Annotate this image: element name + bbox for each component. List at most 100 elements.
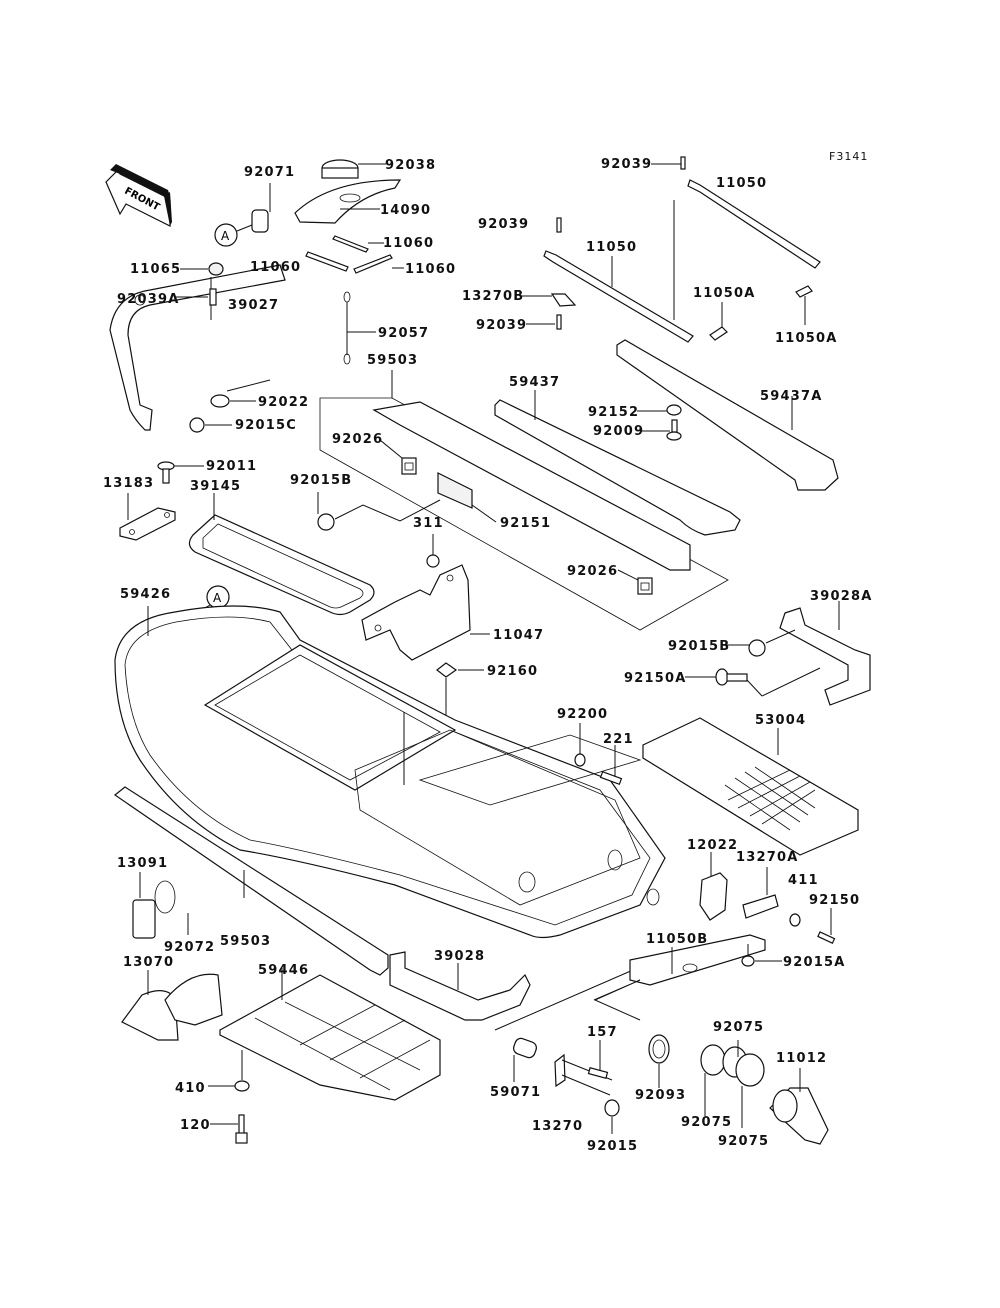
- part-11047-bracket: [361, 564, 490, 661]
- part-59437-sponson: [494, 390, 741, 536]
- label-12022: 12022: [687, 838, 738, 853]
- label-11050b: 11050B: [646, 932, 708, 947]
- part-59446-grate: [219, 968, 441, 1101]
- label-39145: 39145: [190, 479, 241, 494]
- label-157: 157: [587, 1025, 618, 1040]
- part-92057-cord: [343, 291, 376, 365]
- label-11060-right-top: 11060: [383, 236, 434, 251]
- label-92071: 92071: [244, 165, 295, 180]
- label-92011: 92011: [206, 459, 257, 474]
- label-14090: 14090: [380, 203, 431, 218]
- label-59071: 59071: [490, 1085, 541, 1100]
- label-59446: 59446: [258, 963, 309, 978]
- part-92071-plug: [251, 183, 271, 233]
- label-92093: 92093: [635, 1088, 686, 1103]
- part-13270a-block: [742, 867, 779, 919]
- label-39028: 39028: [434, 949, 485, 964]
- label-11060-left: 11060: [250, 260, 301, 275]
- part-92093-seal: [648, 1034, 670, 1088]
- part-59426-hull: [114, 605, 666, 939]
- part-92015c-nut: [189, 417, 232, 433]
- label-92015b-left: 92015B: [290, 473, 352, 488]
- part-12022-plate: [699, 852, 728, 921]
- part-92152-92009-fasteners: [637, 404, 682, 441]
- part-92026-clip-b: [617, 569, 653, 595]
- label-39028a: 39028A: [810, 589, 873, 604]
- label-11047: 11047: [493, 628, 544, 643]
- part-92011-bolt: [157, 461, 204, 484]
- part-39145-seal: [188, 493, 375, 616]
- part-92150-screw: [817, 908, 836, 944]
- label-13270: 13270: [532, 1119, 583, 1134]
- part-92075-bushings: [700, 1040, 765, 1128]
- part-92151-label: [437, 472, 497, 523]
- part-11050b-bar: [593, 934, 766, 1021]
- label-13183: 13183: [103, 476, 154, 491]
- label-92151: 92151: [500, 516, 551, 531]
- label-311: 311: [413, 516, 444, 531]
- part-11012-nozzle: [769, 1068, 829, 1145]
- label-221: 221: [603, 732, 634, 747]
- part-39028-bar: [389, 951, 531, 1021]
- label-92026-upper: 92026: [332, 432, 383, 447]
- label-92015b-right: 92015B: [668, 639, 730, 654]
- label-92200: 92200: [557, 707, 608, 722]
- label-92039a: 92039A: [117, 292, 180, 307]
- label-92057: 92057: [378, 326, 429, 341]
- ref-marker-a-top: A: [214, 223, 253, 247]
- part-13183-plate: [119, 493, 176, 541]
- label-13091: 13091: [117, 856, 168, 871]
- part-59071-fitting: [494, 969, 634, 1082]
- part-11050-rail-upper: [673, 179, 821, 320]
- label-120: 120: [180, 1118, 211, 1133]
- part-11060-strips: [305, 235, 404, 274]
- label-92152: 92152: [588, 405, 639, 420]
- label-11065: 11065: [130, 262, 181, 277]
- label-11050-upper: 11050: [716, 176, 767, 191]
- part-13270b-plate: [522, 293, 577, 307]
- label-92015a: 92015A: [783, 955, 846, 970]
- label-59503-upper: 59503: [367, 353, 418, 368]
- label-92022: 92022: [258, 395, 309, 410]
- part-59503-panel-lower: [113, 786, 389, 976]
- part-92038-cap: [321, 159, 386, 179]
- label-92075-left: 92075: [681, 1115, 732, 1130]
- svg-text:A: A: [213, 591, 222, 605]
- label-13270a: 13270A: [736, 850, 799, 865]
- part-13070-duct: [121, 970, 223, 1041]
- label-59437a: 59437A: [760, 389, 823, 404]
- label-92150: 92150: [809, 893, 860, 908]
- label-92026-lower: 92026: [567, 564, 618, 579]
- part-59503-panel-upper: [319, 370, 729, 631]
- part-92039a-rivet: [175, 288, 217, 306]
- part-59437a-sponson: [616, 339, 839, 491]
- mat-mesh-pattern: [724, 766, 816, 831]
- label-92075-right: 92075: [718, 1134, 769, 1149]
- part-11050a-clips: [709, 285, 813, 341]
- part-11050-rail-lower: [543, 250, 694, 343]
- label-92039-middle: 92039: [478, 217, 529, 232]
- part-92026-clip-a: [379, 439, 417, 475]
- part-92015-nut: [604, 1099, 620, 1134]
- label-92015: 92015: [587, 1139, 638, 1154]
- label-92039-bottom: 92039: [476, 318, 527, 333]
- label-11050a-left: 11050A: [693, 286, 756, 301]
- label-411: 411: [788, 873, 819, 888]
- label-92038: 92038: [385, 158, 436, 173]
- part-11065-grommet: [180, 262, 224, 276]
- part-311-nut: [426, 534, 440, 568]
- label-92072: 92072: [164, 940, 215, 955]
- label-92150a: 92150A: [624, 671, 687, 686]
- label-39027: 39027: [228, 298, 279, 313]
- label-13070: 13070: [123, 955, 174, 970]
- label-92075-top: 92075: [713, 1020, 764, 1035]
- part-221-screw: [599, 745, 623, 786]
- part-92200-washer: [574, 723, 586, 767]
- part-410-washer: [208, 1050, 250, 1092]
- part-157-bolt: [587, 1040, 609, 1079]
- label-92039-top: 92039: [601, 157, 652, 172]
- part-92150a-bolt: [685, 667, 821, 697]
- label-11060-right-bottom: 11060: [405, 262, 456, 277]
- label-59437: 59437: [509, 375, 560, 390]
